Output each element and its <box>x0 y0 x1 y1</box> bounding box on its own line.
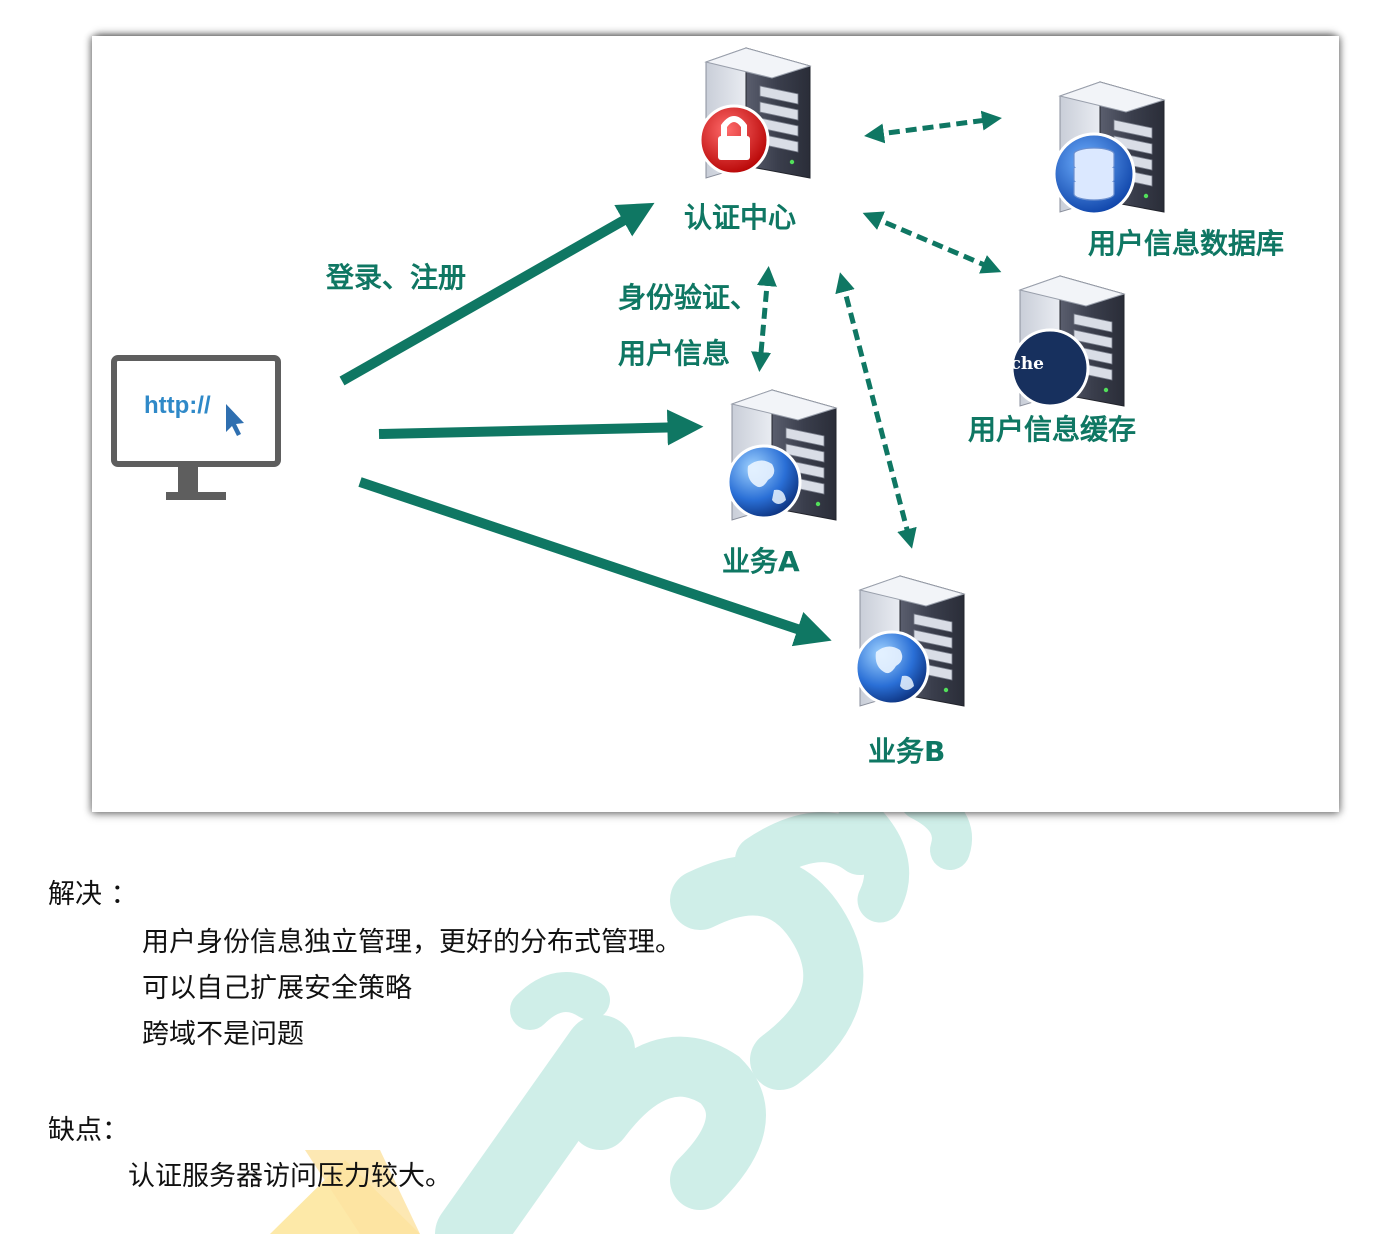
biz-b-label: 业务B <box>868 735 946 768</box>
cons-item: 认证服务器访问压力较大。 <box>128 1161 452 1192</box>
arrow-auth-db <box>864 110 1002 144</box>
login-register-label: 登录、注册 <box>326 261 467 294</box>
solution-item: 可以自己扩展安全策略 <box>142 973 412 1004</box>
user-db-label: 用户信息数据库 <box>1088 227 1285 260</box>
cache-badge-text: Ca che <box>980 354 1044 374</box>
arrow-auth-biz-a <box>751 266 777 372</box>
biz-a-label: 业务A <box>722 545 800 578</box>
arrow-auth-biz-b <box>835 272 917 549</box>
server-cache-icon <box>1010 275 1125 408</box>
server-globe-icon <box>854 575 965 707</box>
arrow-to-biz-a <box>378 409 704 446</box>
architecture-diagram: http:// 认证中心 用户信息数据库 用户信息缓存 Ca che 业务A 业… <box>92 36 1339 812</box>
arrow-login-register <box>339 202 655 386</box>
solution-item: 用户身份信息独立管理，更好的分布式管理。 <box>142 927 682 958</box>
identity-label-line1: 身份验证、 <box>618 281 759 314</box>
monitor-icon <box>111 355 281 500</box>
arrow-to-biz-b <box>358 477 832 647</box>
server-lock-icon <box>698 47 811 179</box>
cons-heading: 缺点： <box>48 1115 129 1146</box>
server-database-icon <box>1052 81 1165 216</box>
user-cache-label: 用户信息缓存 <box>968 413 1137 446</box>
solution-item: 跨域不是问题 <box>142 1019 304 1050</box>
arrow-auth-cache <box>862 211 1002 274</box>
server-globe-icon <box>726 389 837 521</box>
auth-center-label: 认证中心 <box>684 201 797 234</box>
identity-label-line2: 用户信息 <box>618 337 731 370</box>
monitor-url-text: http:// <box>144 392 211 419</box>
solution-heading: 解决 ： <box>48 879 138 910</box>
